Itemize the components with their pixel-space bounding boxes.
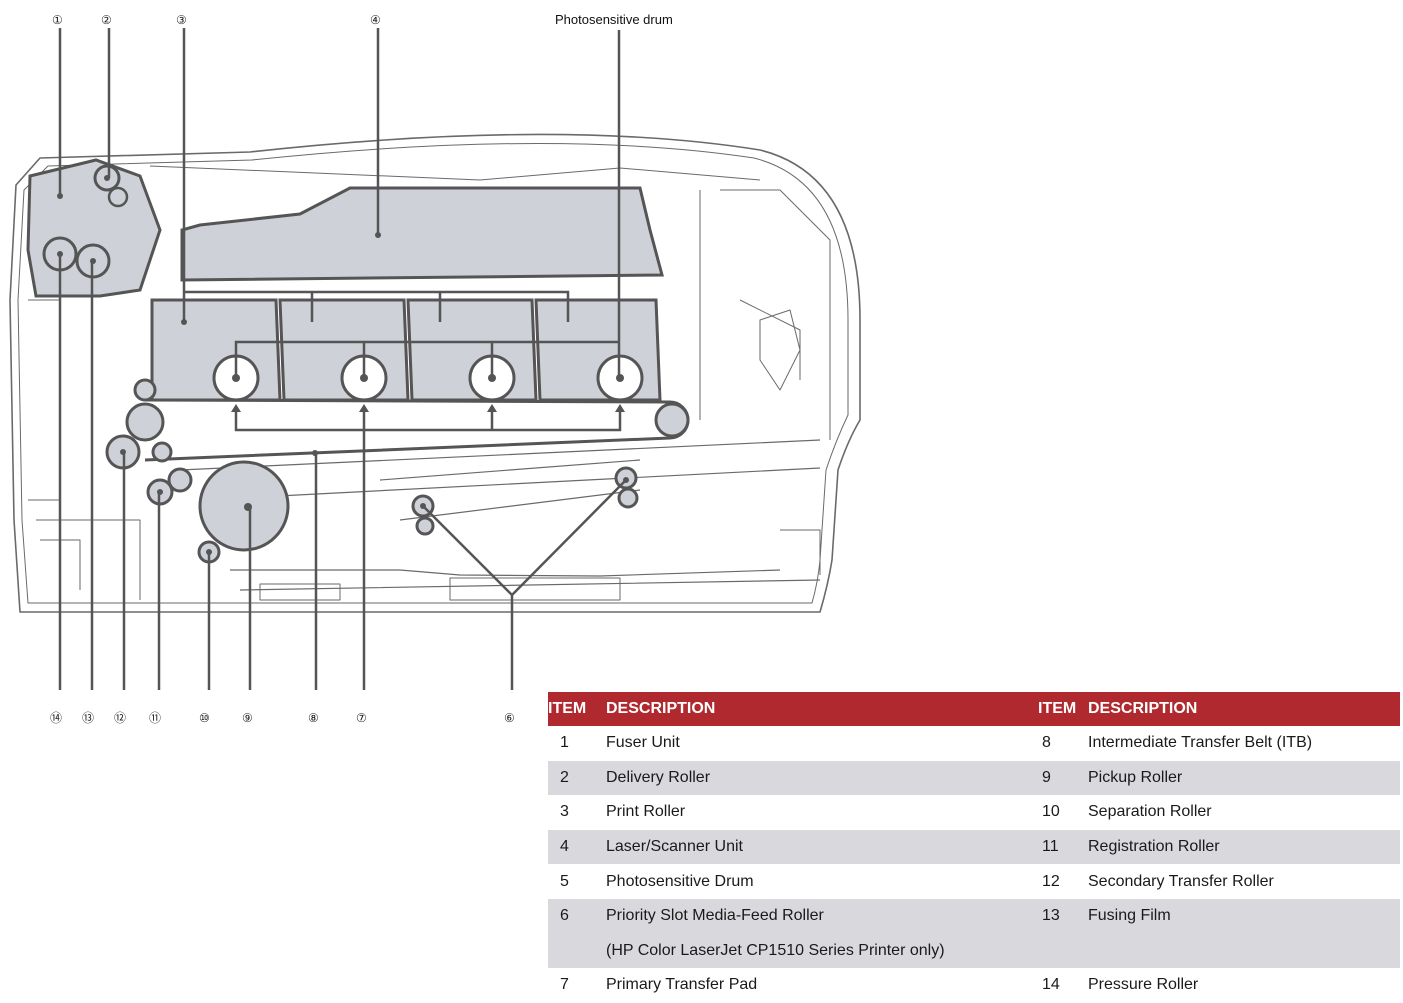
legend-item-description: Fusing Film bbox=[1088, 898, 1400, 934]
right-panel-outline bbox=[699, 189, 831, 440]
callout-7-bottom: ⑦ bbox=[356, 711, 367, 725]
photosensitive-drum-caption: Photosensitive drum bbox=[555, 12, 673, 27]
legend-item-description: Laser/Scanner Unit bbox=[606, 829, 1038, 865]
leader-line-6 bbox=[422, 479, 627, 690]
legend-item-description: Priority Slot Media-Feed Roller bbox=[606, 898, 1038, 934]
legend-item-number bbox=[548, 933, 606, 969]
legend-row: 2 Delivery Roller 9 Pickup Roller bbox=[548, 760, 1400, 796]
transfer-pad-marker-4 bbox=[615, 404, 625, 412]
legend-item-number: 5 bbox=[560, 872, 569, 890]
callout-6-bottom: ⑥ bbox=[504, 711, 515, 725]
laser-scanner-unit bbox=[180, 186, 664, 282]
housing-inner-outline bbox=[17, 142, 849, 604]
drum-bracket bbox=[234, 340, 619, 378]
legend-row: 7 Primary Transfer Pad 14 Pressure Rolle… bbox=[548, 968, 1400, 1003]
callout-8-bottom: ⑧ bbox=[308, 711, 319, 725]
bottom-callouts-layer: ⑭ ⑬ ⑫ ⑪ ⑩ ⑨ ⑧ ⑦ ⑥ bbox=[50, 711, 515, 725]
legend-item-description: Photosensitive Drum bbox=[606, 872, 754, 890]
legend-item-description: Registration Roller bbox=[1088, 829, 1400, 865]
pickup-roller bbox=[198, 460, 290, 552]
legend-item-number: 12 bbox=[1042, 872, 1060, 890]
header-item-left: ITEM bbox=[548, 692, 606, 726]
legend-item-number: 11 bbox=[1038, 829, 1088, 865]
legend-item-description: Delivery Roller bbox=[606, 760, 1038, 796]
legend-row: 5 Photosensitive Drum 12 Secondary Trans… bbox=[548, 864, 1400, 899]
callout-2: ② bbox=[101, 13, 112, 27]
legend-item-number: 6 bbox=[548, 898, 606, 934]
itb-drive-roller bbox=[654, 402, 690, 438]
legend-item-number bbox=[1038, 933, 1088, 969]
legend-item-description: Pickup Roller bbox=[1088, 760, 1400, 796]
legend-item-number: 3 bbox=[560, 803, 569, 821]
callout-3: ③ bbox=[176, 13, 187, 27]
legend-header-row: ITEM DESCRIPTION ITEM DESCRIPTION bbox=[548, 692, 1400, 726]
legend-item-description: Secondary Transfer Roller bbox=[1088, 872, 1274, 890]
transfer-pad-marker-1 bbox=[231, 404, 241, 412]
legend-item-description: Primary Transfer Pad bbox=[606, 976, 758, 994]
itb-tension-roller bbox=[125, 402, 165, 442]
legend-row: (HP Color LaserJet CP1510 Series Printer… bbox=[548, 933, 1400, 969]
header-description-left: DESCRIPTION bbox=[606, 692, 1038, 726]
callout-12-bottom: ⑫ bbox=[114, 711, 126, 725]
callout-4: ④ bbox=[370, 13, 381, 27]
legend-item-number: 10 bbox=[1042, 803, 1060, 821]
header-description-right: DESCRIPTION bbox=[1088, 692, 1400, 726]
leader-line-7 bbox=[234, 412, 622, 690]
legend-row: 4 Laser/Scanner Unit 11 Registration Rol… bbox=[548, 829, 1400, 865]
legend-item-number: 8 bbox=[1042, 734, 1051, 752]
header-item-right: ITEM bbox=[1038, 692, 1088, 726]
printer-housing-outline bbox=[9, 133, 861, 613]
itb-roller-small bbox=[133, 378, 157, 402]
legend-item-number: 1 bbox=[560, 734, 569, 752]
legend-item-number: 9 bbox=[1038, 760, 1088, 796]
priority-feed-roller-1b bbox=[415, 516, 435, 536]
cartridge-bracket bbox=[184, 290, 570, 322]
printer-cross-section-diagram: ① ② ③ ④ Photosensitive drum ⑭ ⑬ ⑫ ⑪ ⑩ ⑨ … bbox=[9, 12, 861, 690]
callout-1: ① bbox=[52, 13, 63, 27]
legend-item-description: Fuser Unit bbox=[606, 734, 680, 752]
callout-13-bottom: ⑬ bbox=[82, 711, 94, 725]
legend-item-number: 13 bbox=[1038, 898, 1088, 934]
transfer-pad-marker-3 bbox=[487, 404, 497, 412]
callout-9-bottom: ⑨ bbox=[242, 711, 253, 725]
legend-item-description bbox=[1088, 933, 1400, 969]
callout-11-bottom: ⑪ bbox=[149, 711, 161, 725]
callout-14-bottom: ⑭ bbox=[50, 711, 62, 725]
legend-item-number: 7 bbox=[560, 976, 569, 994]
delivery-roller-small bbox=[107, 186, 129, 208]
legend-row: 3 Print Roller 10 Separation Roller bbox=[548, 795, 1400, 830]
top-cover-line bbox=[149, 165, 761, 181]
legend-item-description: Pressure Roller bbox=[1088, 976, 1199, 994]
legend-item-description: (HP Color LaserJet CP1510 Series Printer… bbox=[606, 933, 1038, 969]
legend-item-number: 2 bbox=[548, 760, 606, 796]
legend-row: 1 Fuser Unit 8 Intermediate Transfer Bel… bbox=[548, 726, 1400, 761]
transfer-pad-marker-2 bbox=[359, 404, 369, 412]
callout-10-bottom: ⑩ bbox=[199, 711, 210, 725]
legend-item-description: Separation Roller bbox=[1088, 803, 1212, 821]
legend-row: 6 Priority Slot Media-Feed Roller 13 Fus… bbox=[548, 898, 1400, 934]
legend-item-number: 4 bbox=[548, 829, 606, 865]
legend-item-number: 14 bbox=[1042, 976, 1060, 994]
tray-detail bbox=[259, 529, 821, 601]
secondary-roller-small bbox=[151, 441, 173, 463]
lower-paper-path bbox=[179, 439, 821, 591]
priority-feed-roller-2b bbox=[617, 487, 639, 509]
legend-item-description: Print Roller bbox=[606, 803, 686, 821]
registration-roller-top bbox=[167, 467, 193, 493]
legend-item-description: Intermediate Transfer Belt (ITB) bbox=[1088, 734, 1313, 752]
item-legend-table: ITEM DESCRIPTION ITEM DESCRIPTION 1 Fuse… bbox=[548, 692, 1400, 1003]
